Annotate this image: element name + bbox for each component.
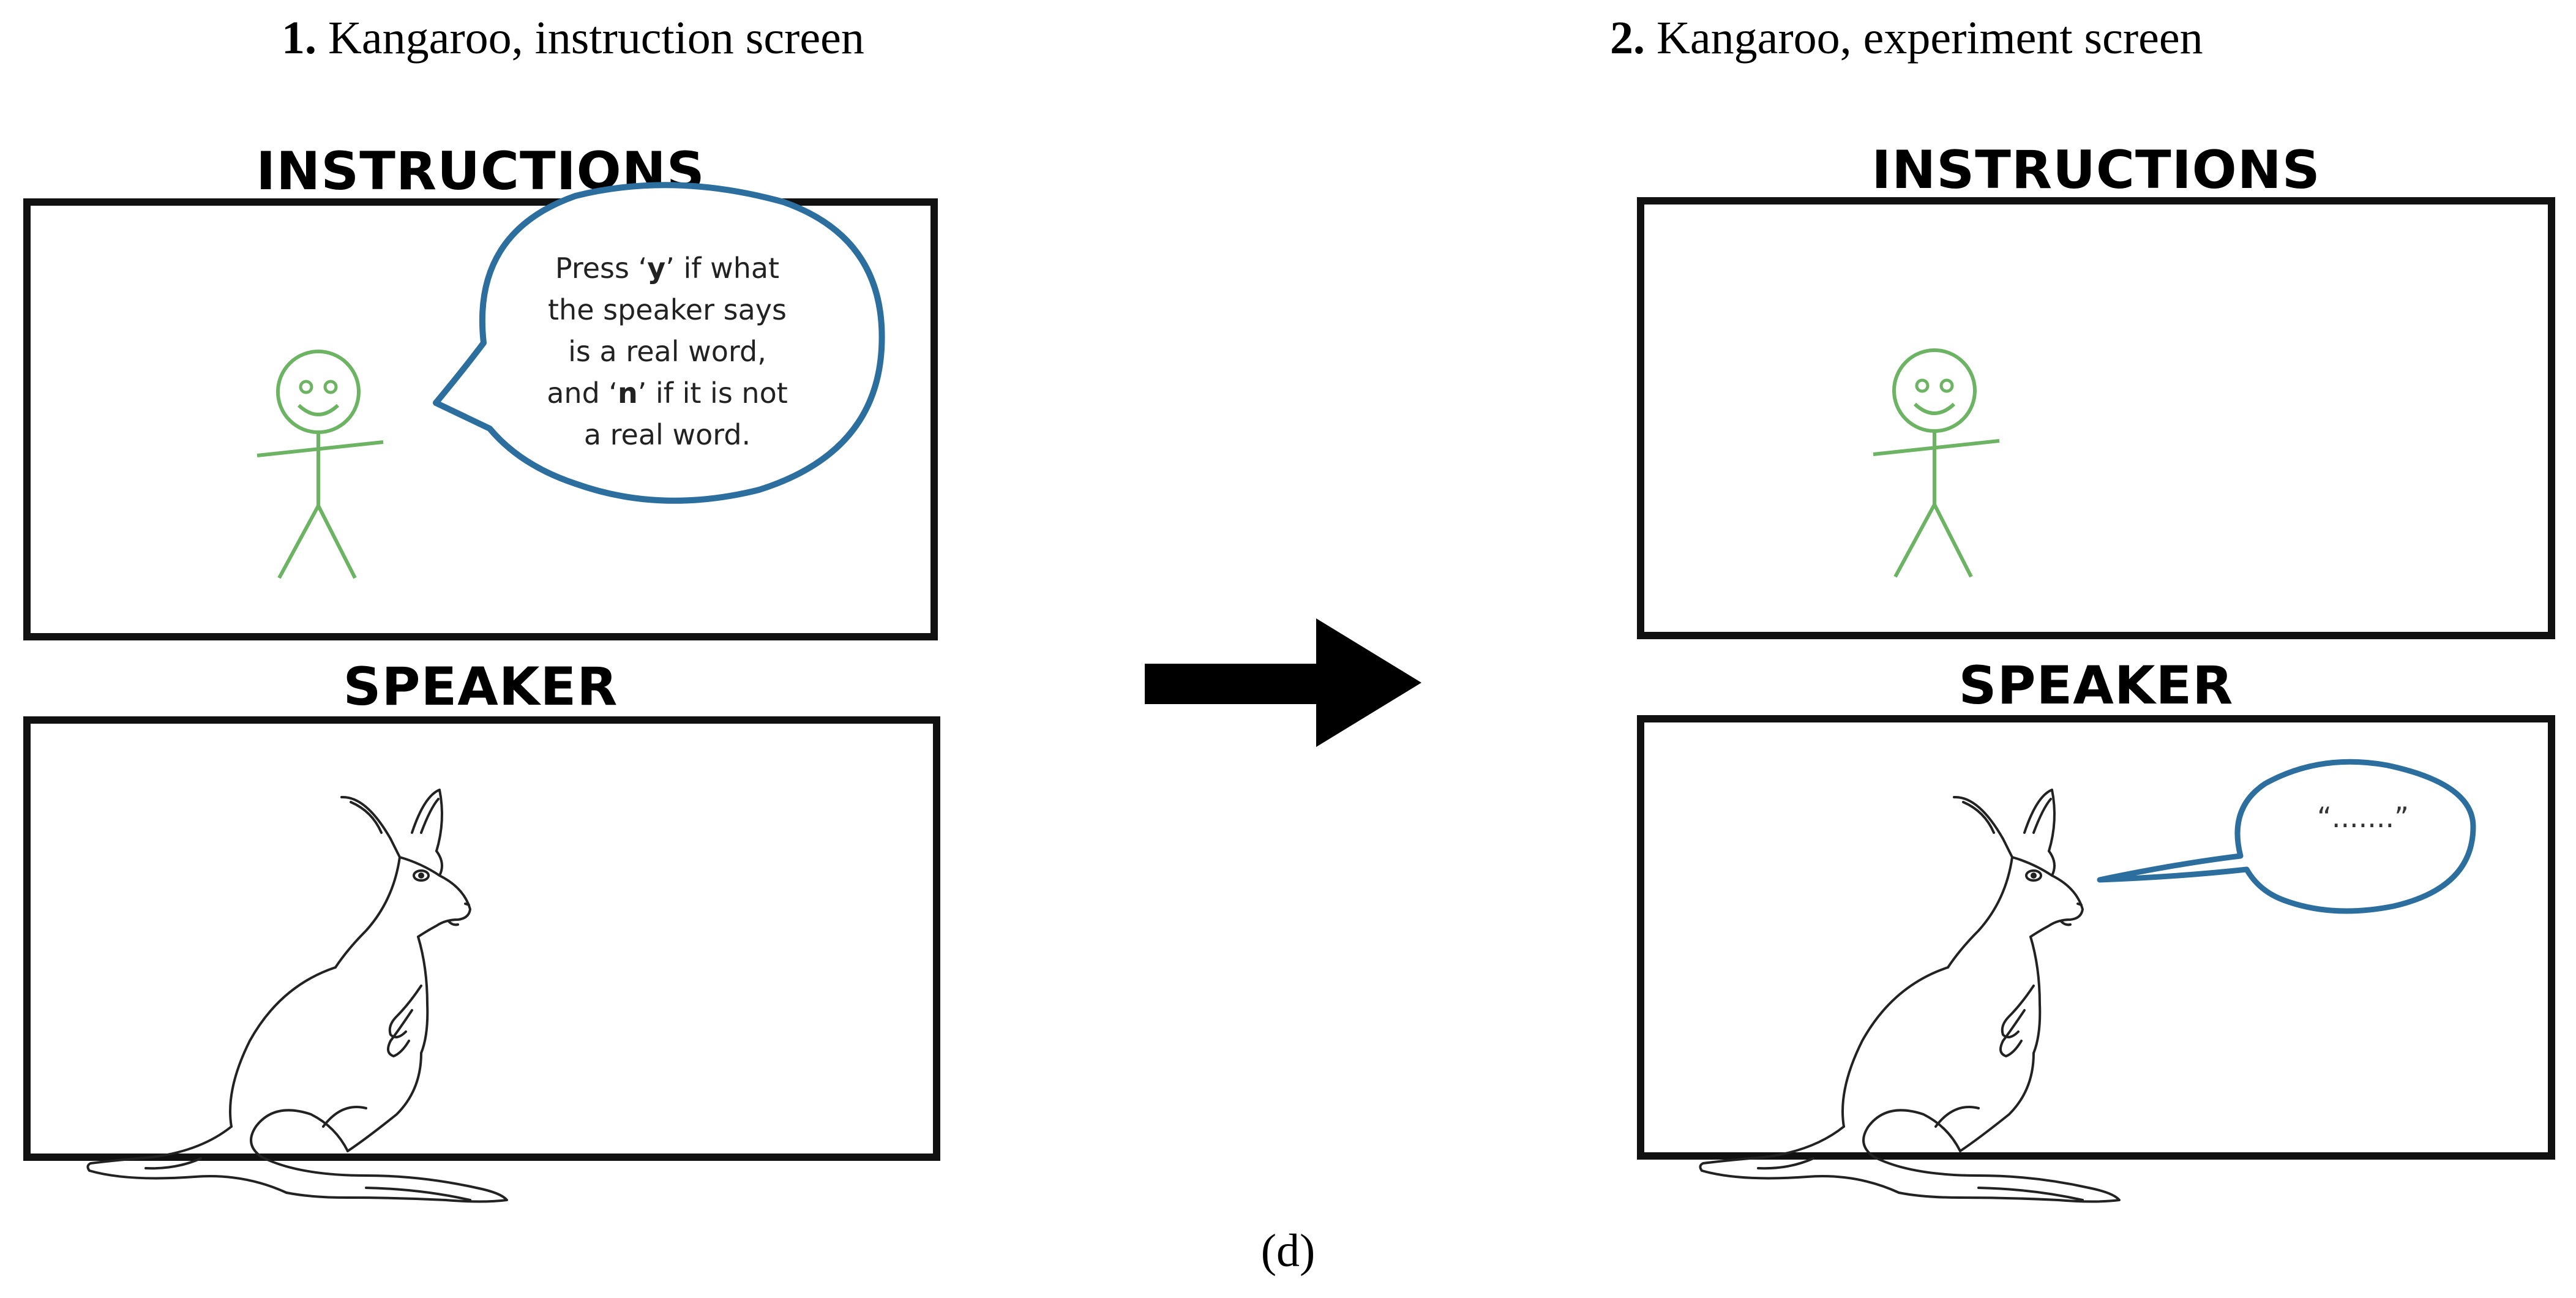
panel-1-title: Kangaroo, instruction screen bbox=[328, 12, 864, 64]
panel-2-number: 2. bbox=[1610, 12, 1645, 64]
panel-2-caption: 2. Kangaroo, experiment screen bbox=[1610, 13, 2203, 62]
panel-1-kangaroo bbox=[86, 789, 508, 1203]
bubble-line-1-prefix: Press ‘ bbox=[555, 252, 648, 285]
panel-1-number: 1. bbox=[282, 12, 316, 64]
panel-2-title: Kangaroo, experiment screen bbox=[1657, 12, 2203, 64]
panel-2-stick-figure bbox=[1873, 350, 1999, 577]
panel-1-instruction-bubble bbox=[433, 182, 885, 504]
panel-2-kangaroo bbox=[1699, 789, 2121, 1203]
right-arrow-icon bbox=[1145, 618, 1421, 747]
panel-2-instructions-label: INSTRUCTIONS bbox=[1871, 140, 2321, 201]
panel-1-stick-figure bbox=[257, 351, 383, 578]
bubble-line-2: the speaker says bbox=[548, 293, 787, 326]
bubble-line-5: a real word. bbox=[583, 418, 751, 451]
bubble-line-4: and ‘n’ if it is not bbox=[514, 372, 820, 414]
bubble-line-4-prefix: and ‘ bbox=[547, 377, 618, 410]
panel-1-bubble-text: Press ‘y’ if what the speaker says is a … bbox=[514, 247, 820, 456]
bubble-line-3: is a real word, bbox=[568, 335, 766, 368]
bubble-line-1: Press ‘y’ if what bbox=[514, 247, 820, 289]
bubble-line-4-suffix: ’ if it is not bbox=[637, 377, 788, 410]
panel-2-speaker-box bbox=[1637, 715, 2555, 1160]
panel-2-speaker-bubble bbox=[2097, 759, 2476, 914]
key-y: y bbox=[647, 252, 666, 285]
figure-label: (d) bbox=[1260, 1225, 1316, 1277]
bubble-line-1-suffix: ’ if what bbox=[665, 252, 780, 285]
panel-2-bubble-text: “.......” bbox=[2316, 801, 2409, 834]
panel-2-instructions-box bbox=[1637, 197, 2555, 639]
panel-2-speaker-label: SPEAKER bbox=[1958, 655, 2234, 716]
panel-1-speaker-label: SPEAKER bbox=[343, 656, 618, 718]
panel-1-speaker-box bbox=[23, 716, 940, 1161]
panel-1-caption: 1. Kangaroo, instruction screen bbox=[282, 13, 864, 62]
key-n: n bbox=[618, 377, 638, 410]
